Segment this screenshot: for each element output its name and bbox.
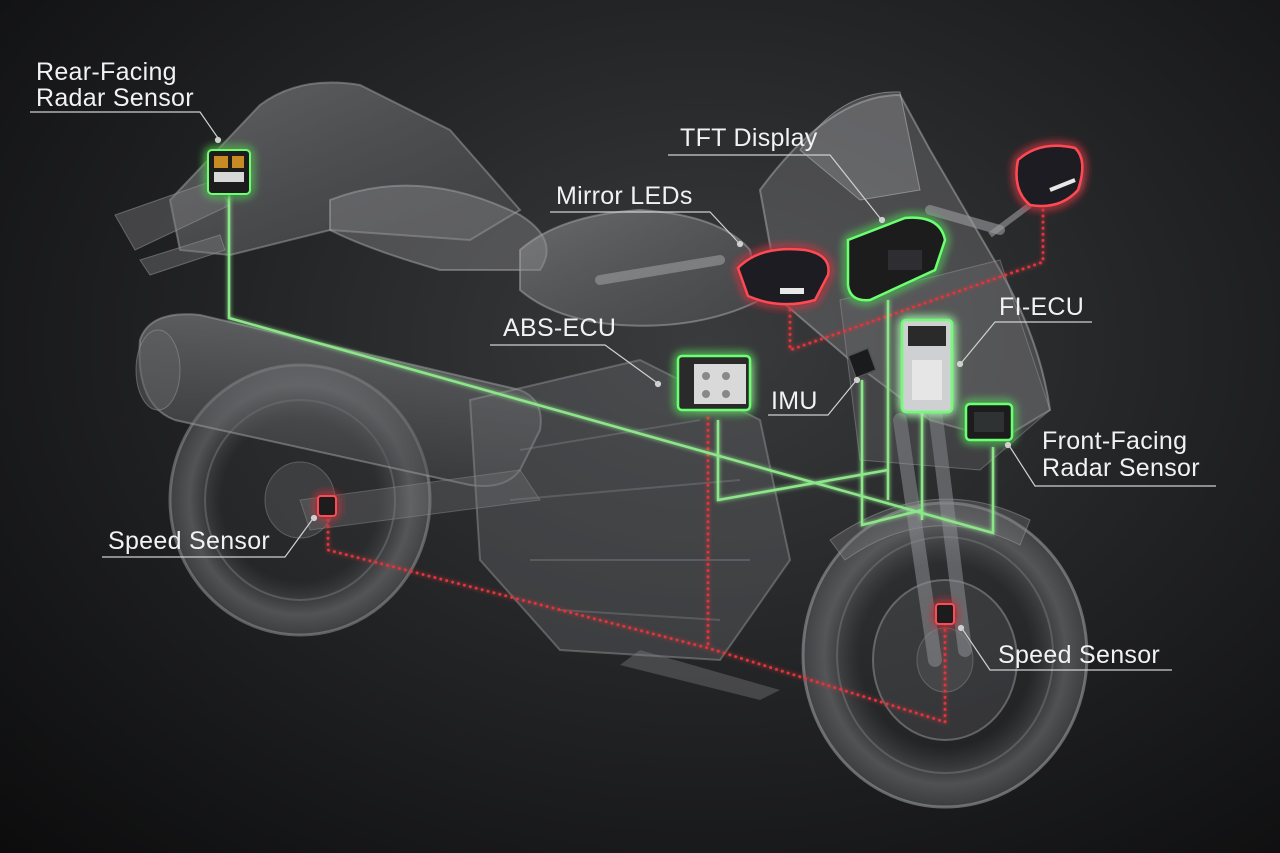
- front-speed-sensor-label: Speed Sensor: [998, 641, 1161, 669]
- front-radar-label-line2: Radar Sensor: [1042, 454, 1200, 482]
- imu-unit: [847, 347, 877, 379]
- right-mirror-led: [1015, 144, 1084, 208]
- rear-radar-label-line1: Rear-Facing: [36, 58, 177, 86]
- abs-ecu-unit: [676, 354, 752, 412]
- leader-lines: [30, 111, 1216, 671]
- rear-speed-sensor: [317, 495, 337, 517]
- fi-ecu-unit: [900, 318, 954, 414]
- rear-radar-label-line2: Radar Sensor: [36, 84, 194, 112]
- engine: [468, 358, 792, 662]
- tail-section: [168, 81, 522, 257]
- front-radar-label-line1: Front-Facing: [1042, 427, 1188, 455]
- tft-display-label: TFT Display: [680, 124, 818, 152]
- mirror-leds-label: Mirror LEDs: [556, 182, 693, 210]
- rear-speed-sensor-label: Speed Sensor: [108, 527, 271, 555]
- front-radar-sensor: [964, 402, 1014, 442]
- windscreen: [799, 91, 921, 201]
- imu-label: IMU: [771, 387, 818, 415]
- abs-ecu-label: ABS-ECU: [503, 314, 617, 342]
- seat: [329, 184, 548, 271]
- rear-radar-sensor: [207, 149, 251, 195]
- red-dotted-network: [326, 206, 1045, 725]
- left-mirror-led: [736, 247, 830, 306]
- front-speed-sensor: [935, 603, 955, 625]
- fi-ecu-label: FI-ECU: [999, 293, 1085, 321]
- tft-display-unit: [846, 216, 947, 302]
- green-network: [227, 195, 995, 535]
